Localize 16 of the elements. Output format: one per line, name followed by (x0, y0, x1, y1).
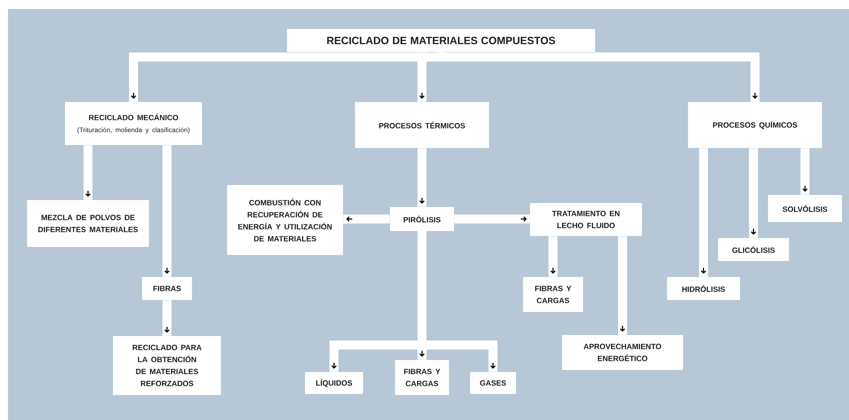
connector-arrow (699, 148, 708, 277)
connector-arrow (436, 52, 760, 102)
connector-arrow (548, 236, 558, 277)
connector-arrow (162, 145, 172, 277)
connector-arrow (749, 148, 758, 238)
connector-arrow (800, 148, 810, 195)
connector-arrow (418, 52, 426, 102)
connector-arrow (343, 214, 390, 224)
connector-arrow (418, 231, 498, 372)
connector-arrow (454, 214, 530, 224)
connector-arrow (418, 148, 426, 207)
node-label: RECICLADO DE MATERIALES COMPUESTOS (327, 36, 556, 44)
connector-arrow (84, 145, 92, 200)
connector-arrow (162, 300, 172, 336)
title-box: RECICLADO DE MATERIALES COMPUESTOS (287, 29, 595, 52)
connector-arrow (618, 236, 627, 335)
